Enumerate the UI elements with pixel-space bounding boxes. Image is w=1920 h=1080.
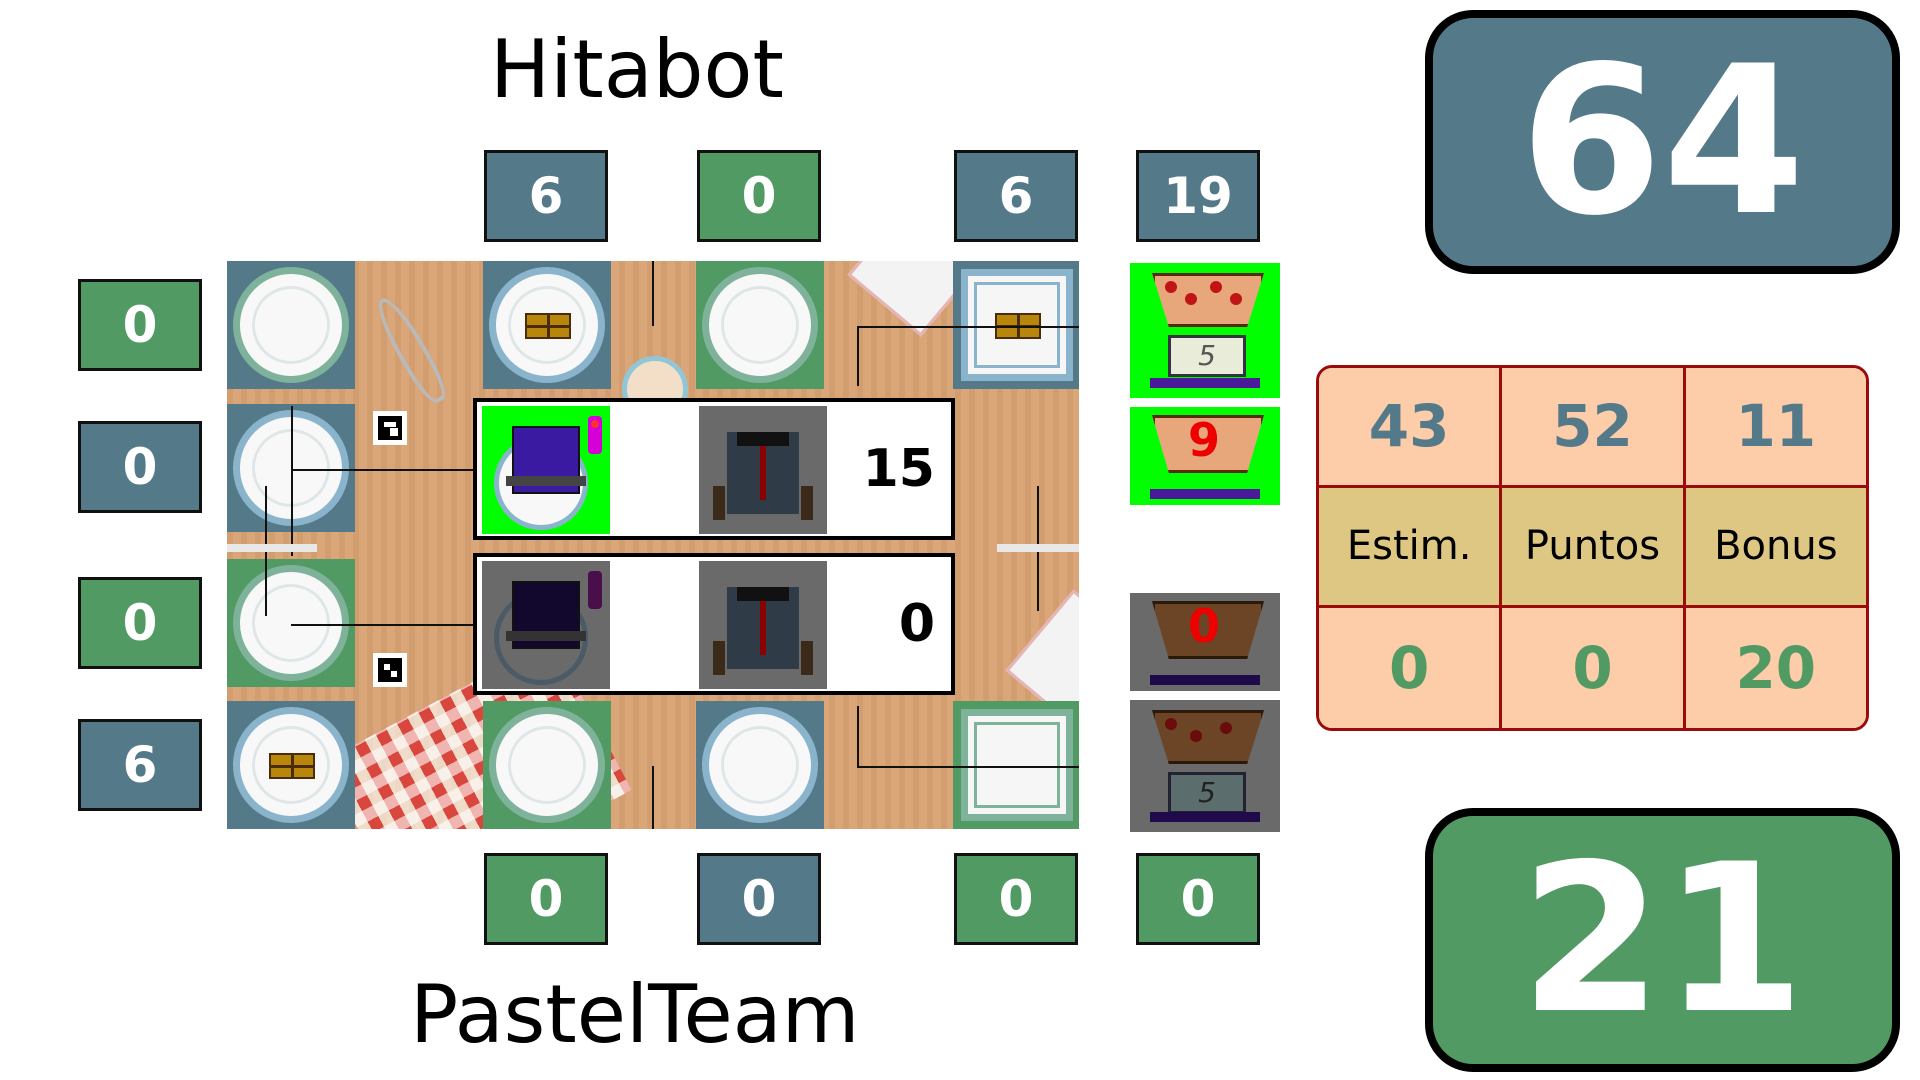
- opponent-robot-icon: [699, 561, 827, 689]
- score-breakdown-table: 43 52 11 Estim. Puntos Bonus 0 0 20: [1316, 365, 1869, 731]
- aruco-marker-icon: [373, 653, 407, 687]
- board-cell: [227, 701, 355, 829]
- bottom-team-name: PastelTeam: [410, 968, 860, 1061]
- top-team-name: Hitabot: [490, 23, 784, 116]
- top-column-score-3: 6: [954, 150, 1078, 242]
- board-cell: [483, 261, 611, 389]
- table-row: Estim. Puntos Bonus: [1319, 487, 1866, 608]
- guide-line: [857, 326, 859, 386]
- robot-panel-top: 15: [473, 398, 955, 540]
- scale-display: 5: [1168, 772, 1246, 814]
- guide-line: [652, 261, 654, 326]
- robot-panel-bottom: 0: [473, 553, 955, 695]
- top-column-score-4: 19: [1136, 150, 1260, 242]
- guide-line: [857, 766, 1079, 768]
- guide-line: [227, 544, 317, 552]
- table-label: Bonus: [1685, 487, 1866, 608]
- table-label: Estim.: [1319, 487, 1503, 608]
- table-cell: 11: [1685, 368, 1866, 488]
- guide-line: [652, 766, 654, 829]
- wood-grain: [227, 261, 1079, 829]
- scale-icon: 9: [1130, 407, 1280, 505]
- table-row: 43 52 11: [1319, 368, 1866, 488]
- top-column-score-1: 6: [484, 150, 608, 242]
- table-cell: 0: [1319, 607, 1503, 728]
- bottom-column-score-3: 0: [954, 853, 1078, 945]
- row-score-2: 0: [78, 421, 202, 513]
- cake-icon: [269, 753, 315, 779]
- cake-icon: [525, 313, 571, 339]
- total-score-top: 64: [1425, 10, 1900, 274]
- square-plate-icon: [961, 709, 1073, 821]
- board-cell: [696, 261, 824, 389]
- table-cell: 43: [1319, 368, 1503, 488]
- game-board: [227, 261, 1079, 829]
- row-score-1: 0: [78, 279, 202, 371]
- table-cell: 0: [1502, 607, 1686, 728]
- plate-icon: [702, 267, 818, 383]
- scale-count: 0: [1188, 599, 1221, 653]
- bottom-column-score-2: 0: [697, 853, 821, 945]
- table-cell: 52: [1502, 368, 1686, 488]
- bottom-column-score-4: 0: [1136, 853, 1260, 945]
- board-cell: [227, 261, 355, 389]
- row-score-4: 6: [78, 719, 202, 811]
- guide-line: [857, 326, 1079, 328]
- board-cell: [483, 701, 611, 829]
- guide-line: [997, 544, 1079, 552]
- table-cell: 20: [1685, 607, 1866, 728]
- board-cell: [953, 701, 1079, 829]
- plate-icon: [489, 707, 605, 823]
- scale-icon: 5: [1130, 263, 1280, 398]
- bottom-column-score-1: 0: [484, 853, 608, 945]
- plate-icon: [233, 267, 349, 383]
- robot-bottom-value: 0: [898, 594, 935, 654]
- board-cell: [953, 261, 1079, 389]
- robot-icon: [482, 406, 610, 534]
- opponent-robot-icon: [699, 406, 827, 534]
- table-label: Puntos: [1502, 487, 1686, 608]
- robot-top-value: 15: [862, 439, 935, 499]
- top-column-score-2: 0: [697, 150, 821, 242]
- board-cell: [227, 559, 355, 687]
- guide-line: [291, 406, 293, 556]
- scale-display: 5: [1168, 335, 1246, 377]
- scale-count: 9: [1188, 413, 1221, 467]
- robot-icon: [482, 561, 610, 689]
- aruco-marker-icon: [373, 411, 407, 445]
- table-row: 0 0 20: [1319, 607, 1866, 728]
- scale-icon: 5: [1130, 700, 1280, 832]
- board-cell: [696, 701, 824, 829]
- scale-icon: 0: [1130, 593, 1280, 691]
- row-score-3: 0: [78, 577, 202, 669]
- total-score-bottom: 21: [1425, 808, 1900, 1072]
- guide-line: [291, 469, 481, 471]
- guide-line: [857, 706, 859, 766]
- plate-icon: [702, 707, 818, 823]
- guide-line: [291, 624, 481, 626]
- plate-icon: [233, 565, 349, 681]
